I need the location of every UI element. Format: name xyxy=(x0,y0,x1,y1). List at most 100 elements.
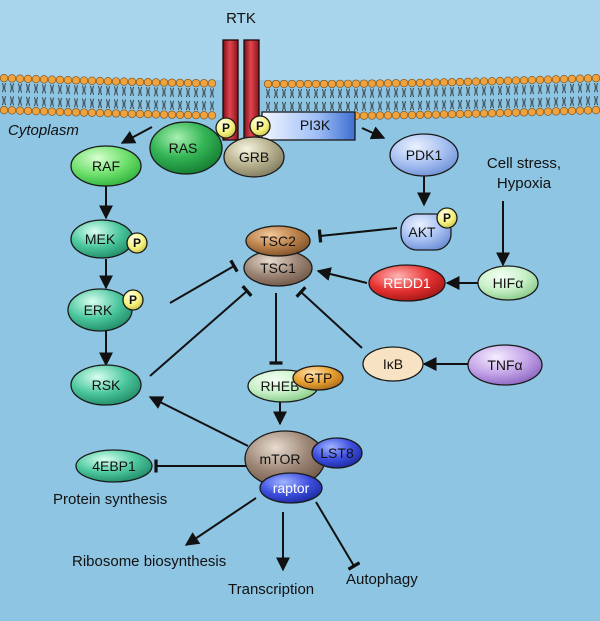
edge-erk-tsc xyxy=(169,259,239,304)
lipid-head xyxy=(175,78,185,87)
lipid-tail xyxy=(562,96,566,107)
lipid-tail xyxy=(290,101,294,112)
lipid-head xyxy=(167,110,177,119)
lipid-tail xyxy=(586,83,590,93)
lipid-head xyxy=(55,107,65,116)
tnf-label: TNFα xyxy=(487,357,522,373)
lipid-tail xyxy=(498,98,502,109)
lipid-tail xyxy=(530,84,534,95)
lipid-head xyxy=(455,109,465,119)
lipid-tail xyxy=(362,101,366,111)
lipid-tail xyxy=(34,83,38,94)
lipid-tail xyxy=(386,88,390,98)
lipid-head xyxy=(391,79,401,88)
lipid-tail xyxy=(2,82,6,93)
edge-mtor-rsk xyxy=(148,396,249,447)
edge-mtor-autophagy xyxy=(315,501,361,571)
lipid-tail xyxy=(410,100,414,111)
lipid-tail xyxy=(122,99,126,109)
lipid-head xyxy=(183,110,193,120)
lipid-head xyxy=(407,78,417,88)
lipid-tail xyxy=(426,100,430,110)
lipid-tail xyxy=(162,100,166,110)
grb-label: GRB xyxy=(239,149,269,165)
lipid-head xyxy=(527,75,537,85)
lipid-head xyxy=(183,78,193,88)
lipid-head xyxy=(383,79,393,88)
lipid-head xyxy=(39,75,49,84)
lipid-head xyxy=(447,78,457,87)
lipid-tail xyxy=(330,88,334,99)
lipid-tail xyxy=(146,87,150,97)
lipid-tail xyxy=(490,99,494,109)
lipid-head xyxy=(463,109,473,118)
raptor-node xyxy=(259,472,323,504)
lipid-tail xyxy=(282,101,286,112)
lipid-head xyxy=(543,107,553,116)
lipid-tail xyxy=(186,100,190,111)
lipid-head xyxy=(479,109,489,118)
lipid-tail xyxy=(386,101,390,111)
lipid-tail xyxy=(306,88,310,99)
lipid-tail xyxy=(322,101,326,112)
lipid-head xyxy=(199,79,209,88)
ras-label: RAS xyxy=(169,140,198,156)
lipid-head xyxy=(447,110,457,119)
lipid-head xyxy=(591,106,600,115)
pi3k-label: PI3K xyxy=(300,117,331,133)
lipid-head xyxy=(191,79,201,88)
phospho-ras-label: P xyxy=(222,121,230,135)
lipid-tail xyxy=(354,101,358,111)
lipid-tail xyxy=(26,83,30,94)
lipid-tail xyxy=(482,86,486,96)
lipid-tail xyxy=(442,87,446,97)
lipid-head xyxy=(63,75,73,85)
lipid-tail xyxy=(562,83,566,94)
lipid-tail xyxy=(178,100,182,110)
lipid-tail xyxy=(106,99,110,109)
lst8-label: LST8 xyxy=(320,445,354,461)
lipid-tail xyxy=(298,88,302,99)
lipid-head xyxy=(527,107,537,117)
lipid-head xyxy=(55,75,65,84)
lipid-tail xyxy=(522,85,526,95)
transcription-label: Transcription xyxy=(228,581,314,598)
lipid-tail xyxy=(394,88,398,98)
lipid-head xyxy=(143,78,153,87)
rsk-node xyxy=(70,364,142,406)
lipid-tail xyxy=(90,85,94,95)
lipid-tail xyxy=(10,96,14,106)
lipid-tail xyxy=(442,100,446,110)
lipid-tail xyxy=(50,84,54,94)
extracellular-background xyxy=(0,0,600,80)
lipid-head xyxy=(583,74,593,83)
lipid-head xyxy=(159,110,169,119)
tsc2-label: TSC2 xyxy=(260,233,296,249)
lipid-tail xyxy=(586,96,590,106)
lipid-head xyxy=(503,108,513,117)
lipid-head xyxy=(551,75,561,84)
autophagy-label: Autophagy xyxy=(346,571,418,588)
lipid-tail xyxy=(522,98,526,108)
lipid-head xyxy=(167,78,177,87)
phospho-mek-label: P xyxy=(133,236,141,250)
lipid-tail xyxy=(274,88,278,99)
lipid-head xyxy=(87,108,97,117)
cell-stress-label-line2: Hypoxia xyxy=(497,175,552,192)
lipid-head xyxy=(175,110,185,119)
lipid-tail xyxy=(418,100,422,110)
rheb-label: RHEB xyxy=(261,378,300,394)
lipid-head xyxy=(119,109,129,118)
lipid-tail xyxy=(594,95,598,106)
lipid-head xyxy=(543,75,553,84)
lipid-head xyxy=(119,77,129,86)
phospho-erk-label: P xyxy=(129,293,137,307)
lipid-tail xyxy=(138,99,142,110)
lipid-tail xyxy=(474,86,478,96)
lipid-tail xyxy=(202,101,206,111)
lipid-tail xyxy=(434,100,438,110)
lipid-head xyxy=(199,111,209,120)
phospho-mek xyxy=(126,232,148,254)
lipid-tail xyxy=(18,96,22,106)
lipid-tail xyxy=(154,100,158,110)
